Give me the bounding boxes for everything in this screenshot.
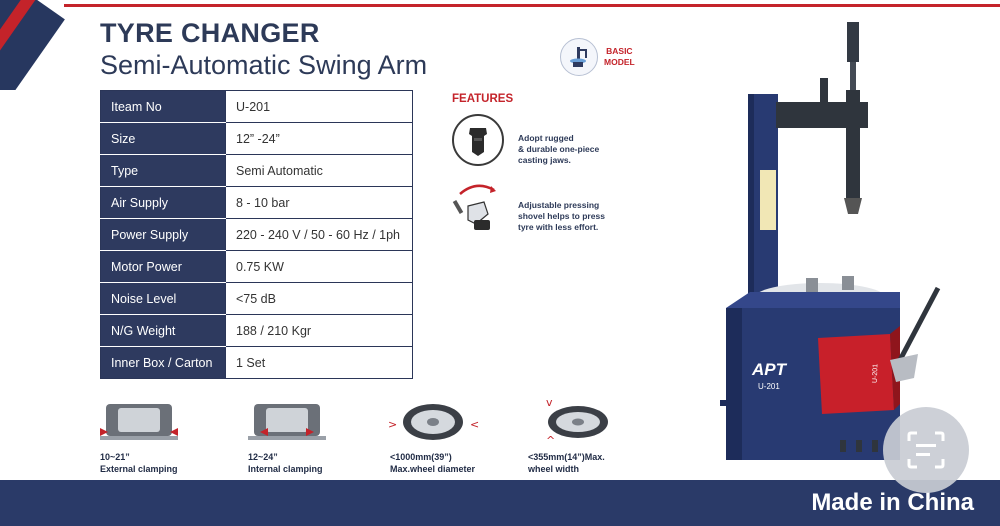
internal-clamping-icon xyxy=(244,400,330,447)
tyre-changer-machine xyxy=(720,22,941,460)
machine-outline-icon xyxy=(560,38,598,76)
spec-label: Motor Power xyxy=(100,250,226,283)
feature-text-1: Adopt rugged & durable one-piece casting… xyxy=(518,133,600,165)
footer-bar xyxy=(0,480,1000,526)
spec-label: Inner Box / Carton xyxy=(100,346,226,379)
spec-label: N/G Weight xyxy=(100,314,226,347)
machine-model: U-201 xyxy=(758,382,780,391)
spec-label: Power Supply xyxy=(100,218,226,251)
svg-text:>: > xyxy=(388,418,397,431)
badge-line-1: BASIC xyxy=(606,46,633,56)
machine-brand: APT xyxy=(752,360,786,379)
spec-value: 12” -24” xyxy=(225,122,413,155)
spec-value: 1 Set xyxy=(225,346,413,379)
internal-clamping-caption: 12~24” Internal clamping xyxy=(248,452,323,474)
spec-value: 220 - 240 V / 50 - 60 Hz / 1ph xyxy=(225,218,413,251)
table-row: Noise Level<75 dB xyxy=(100,282,413,315)
spec-value: U-201 xyxy=(225,90,413,123)
made-in-china-label: Made in China xyxy=(811,489,974,516)
spec-label: Iteam No xyxy=(100,90,226,123)
wheel-diameter-icon: > < xyxy=(388,398,480,451)
basic-model-badge: BASIC MODEL xyxy=(560,38,635,76)
spec-value: 188 / 210 Kgr xyxy=(225,314,413,347)
scan-text-button[interactable] xyxy=(883,407,969,493)
corner-decoration xyxy=(0,0,90,90)
external-clamping-icon xyxy=(96,400,182,447)
pressing-shovel-icon xyxy=(450,180,506,240)
external-clamping-caption: 10~21” External clamping xyxy=(100,452,178,474)
page-subtitle: Semi-Automatic Swing Arm xyxy=(100,50,428,80)
spec-value: 0.75 KW xyxy=(225,250,413,283)
svg-text:<: < xyxy=(470,418,479,431)
spec-label: Size xyxy=(100,122,226,155)
spec-label: Noise Level xyxy=(100,282,226,315)
spec-label: Type xyxy=(100,154,226,187)
feature-text-2: Adjustable pressing shovel helps to pres… xyxy=(518,200,605,232)
clamping-jaw-icon xyxy=(452,114,504,166)
page-title: TYRE CHANGER xyxy=(100,18,320,48)
machine-side-label: U-201 xyxy=(871,363,880,384)
svg-text:^: ^ xyxy=(546,434,555,446)
top-accent-line xyxy=(64,4,1000,7)
svg-text:v: v xyxy=(546,396,553,409)
wheel-width-icon: v ^ xyxy=(538,396,618,451)
features-heading: FEATURES xyxy=(452,93,514,105)
spec-value: 8 - 10 bar xyxy=(225,186,413,219)
scan-text-icon xyxy=(907,431,945,469)
wheel-width-caption: <355mm(14”)Max. wheel width xyxy=(528,452,605,474)
badge-line-2: MODEL xyxy=(604,57,635,67)
spec-value: Semi Automatic xyxy=(225,154,413,187)
spec-label: Air Supply xyxy=(100,186,226,219)
spec-value: <75 dB xyxy=(225,282,413,315)
wheel-diameter-caption: <1000mm(39”) Max.wheel diameter xyxy=(390,452,476,474)
